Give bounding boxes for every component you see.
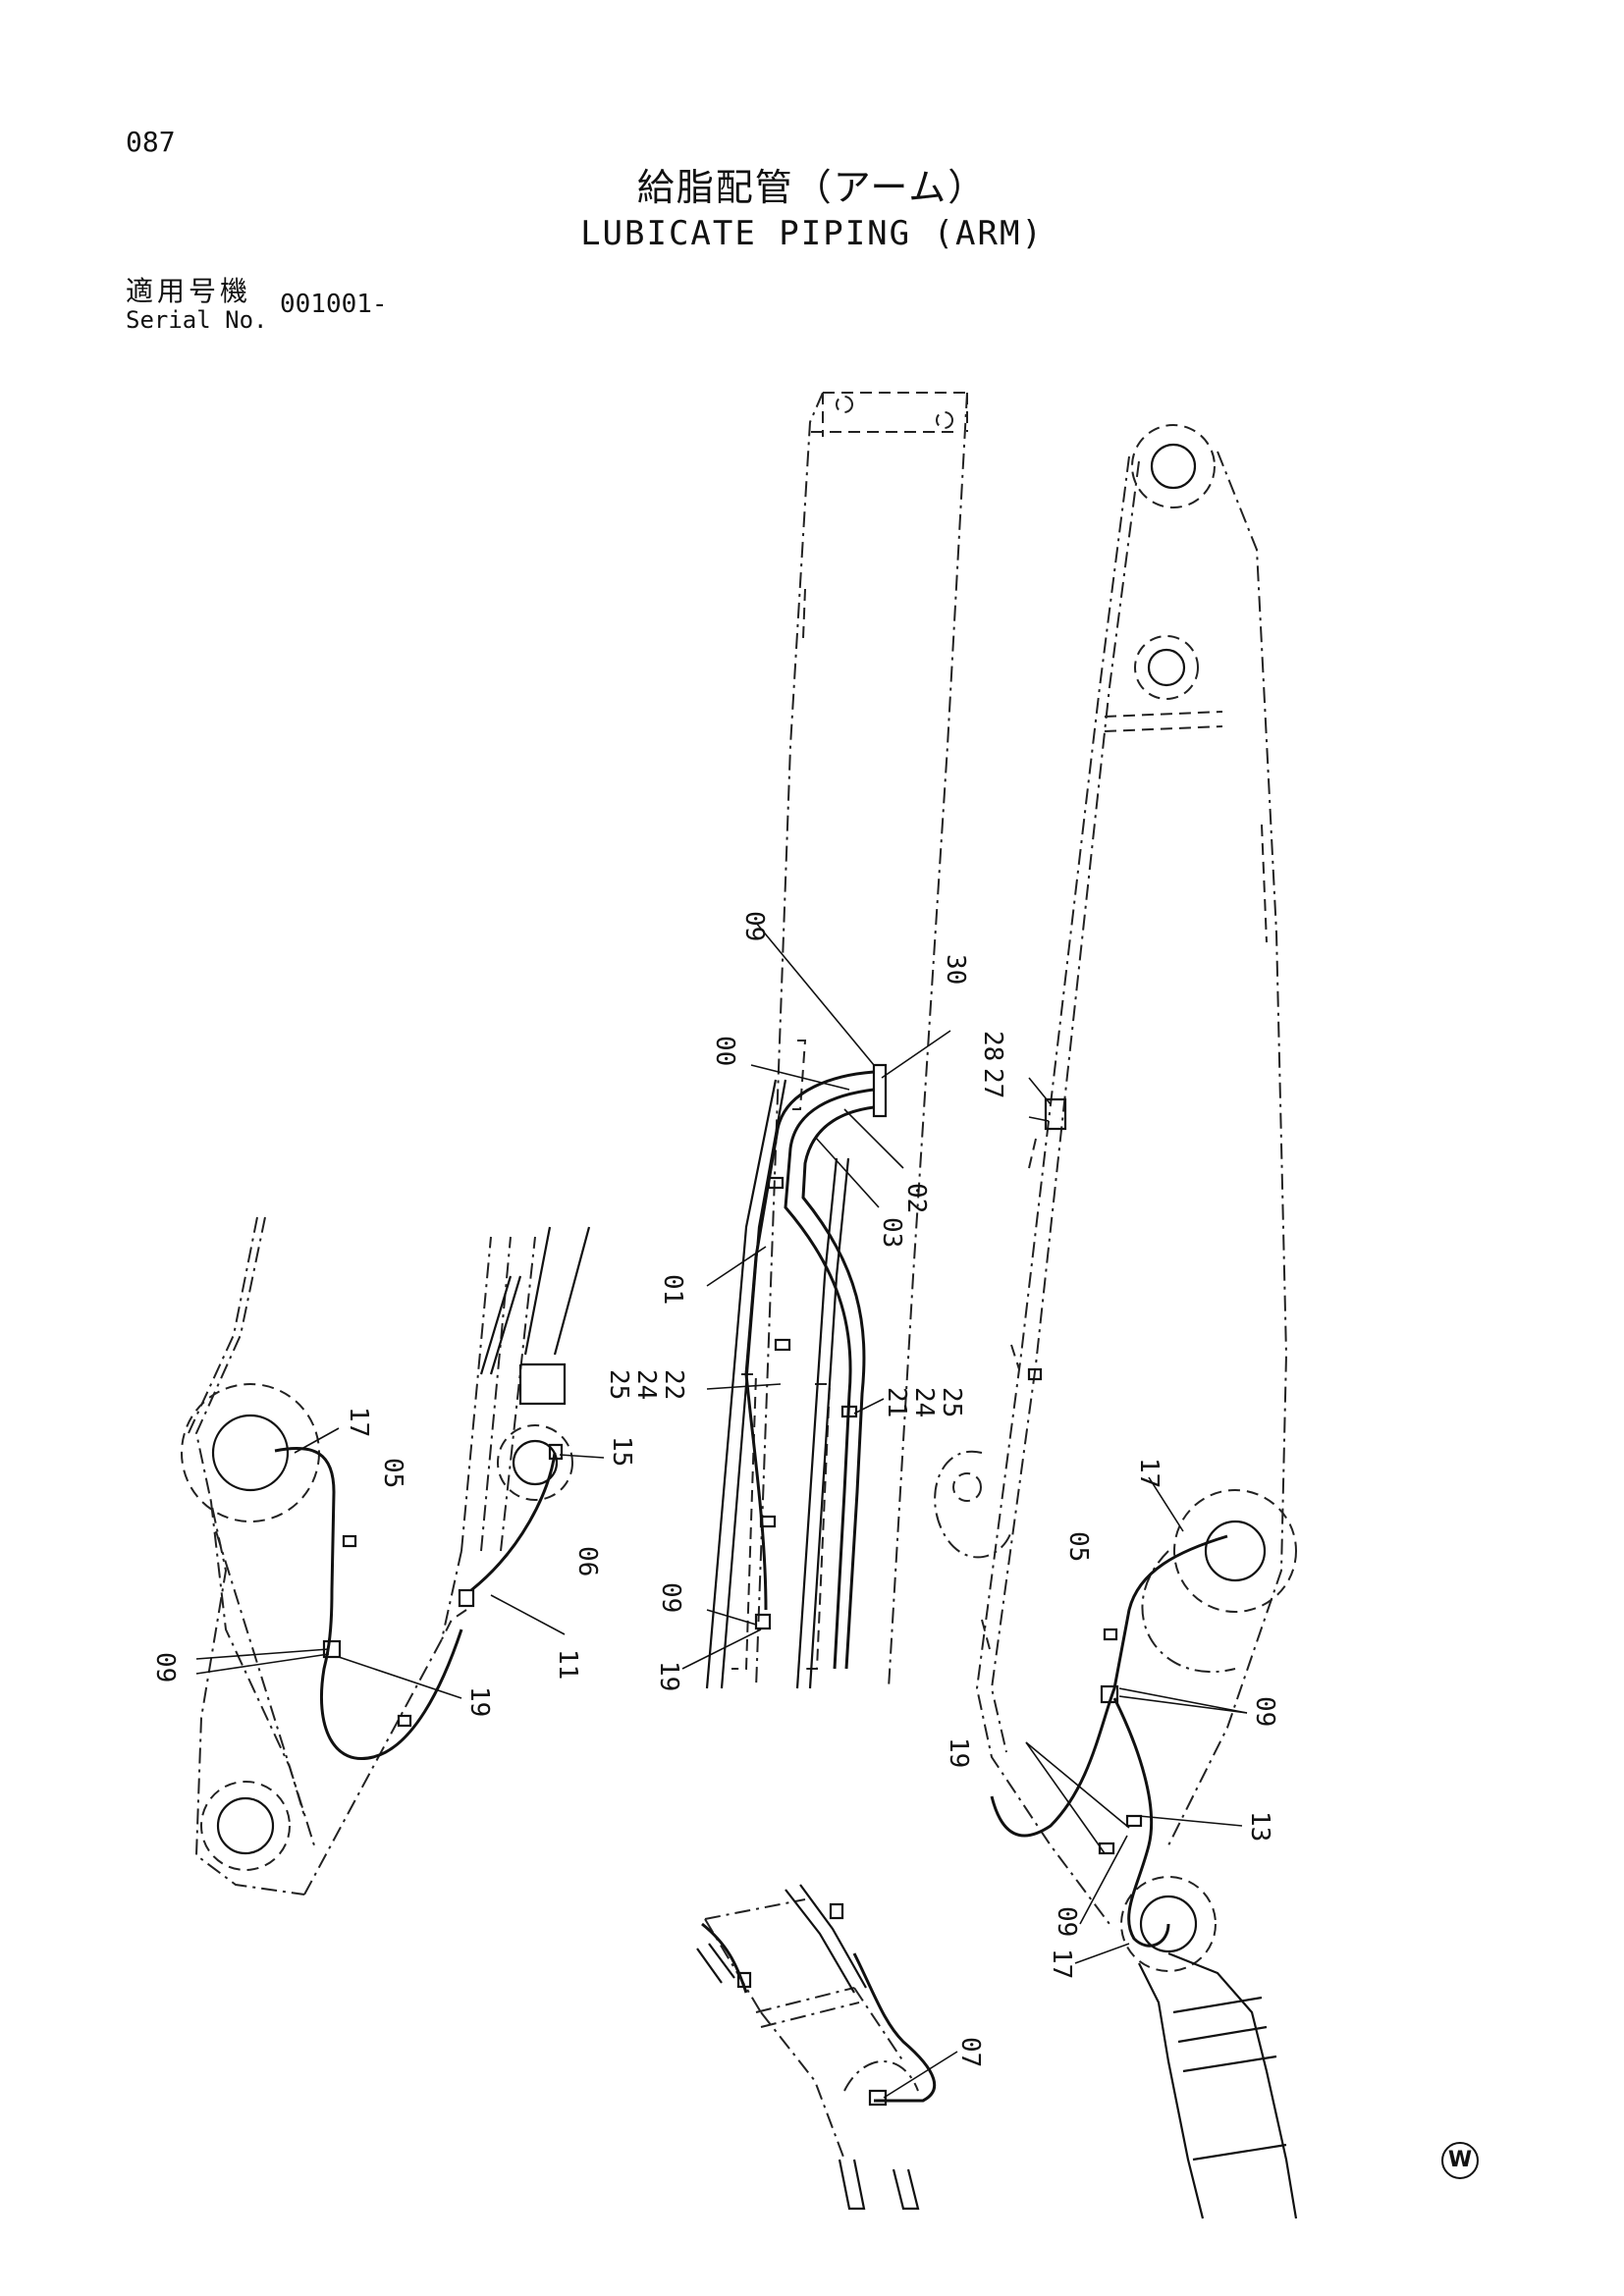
callout-09-top: 09 (739, 911, 769, 941)
callout-19-center: 19 (654, 1661, 683, 1691)
watermark-circle-w: W (1441, 2142, 1479, 2179)
callout-28: 28 (978, 1031, 1007, 1061)
callout-09-right: 09 (1250, 1696, 1279, 1727)
callout-24: 24 (631, 1369, 661, 1400)
callout-11: 11 (553, 1649, 582, 1680)
callout-17-left: 17 (344, 1407, 373, 1437)
callout-17-right: 17 (1134, 1458, 1164, 1488)
callout-09-right-lower: 09 (1052, 1906, 1081, 1937)
callout-06: 06 (572, 1546, 602, 1576)
callout-15: 15 (607, 1436, 636, 1467)
callout-25: 25 (604, 1369, 633, 1400)
callout-25b: 25 (937, 1387, 966, 1417)
right-arm-outline (934, 424, 1297, 1925)
callout-labels: 09 00 30 02 03 01 28 27 25 24 22 21 24 2… (150, 911, 1279, 2067)
left-lube-pipes (274, 1443, 564, 1760)
center-arm-outline (705, 392, 968, 1689)
title-japanese: 給脂配管（アーム） (636, 166, 988, 209)
title-english: LUBICATE PIPING (ARM) (580, 214, 1044, 253)
callout-19-right: 19 (944, 1737, 973, 1768)
left-boom-outline (181, 1216, 591, 1896)
callout-27: 27 (978, 1068, 1007, 1098)
callout-22: 22 (659, 1369, 688, 1400)
callout-17-right-lower: 17 (1047, 1949, 1076, 1979)
page-number: 087 (126, 126, 176, 158)
callout-21: 21 (882, 1387, 911, 1417)
callout-01: 01 (658, 1274, 687, 1305)
callout-02: 02 (901, 1183, 931, 1213)
callout-05-right: 05 (1063, 1531, 1093, 1562)
callout-09-left: 09 (150, 1652, 180, 1682)
bottom-detail-outline (696, 1884, 937, 2211)
leader-lines (195, 922, 1248, 2099)
right-arm-lower-joint (1120, 1876, 1298, 2219)
callout-30: 30 (941, 954, 970, 985)
serial-number-value: 001001- (280, 290, 388, 319)
callout-05-left: 05 (378, 1458, 407, 1488)
serial-label-english: Serial No. (126, 306, 268, 334)
callout-03: 03 (877, 1217, 906, 1248)
callout-09-center: 09 (656, 1582, 685, 1613)
serial-label-japanese: 適用号機 (126, 275, 252, 307)
center-lube-pipes (744, 1063, 888, 1670)
callout-00: 00 (710, 1036, 739, 1066)
callout-24b: 24 (909, 1387, 939, 1417)
callout-19-left: 19 (464, 1686, 494, 1717)
callout-13: 13 (1245, 1811, 1274, 1842)
callout-07: 07 (955, 2037, 985, 2067)
right-lube-pipes (990, 1097, 1228, 1948)
